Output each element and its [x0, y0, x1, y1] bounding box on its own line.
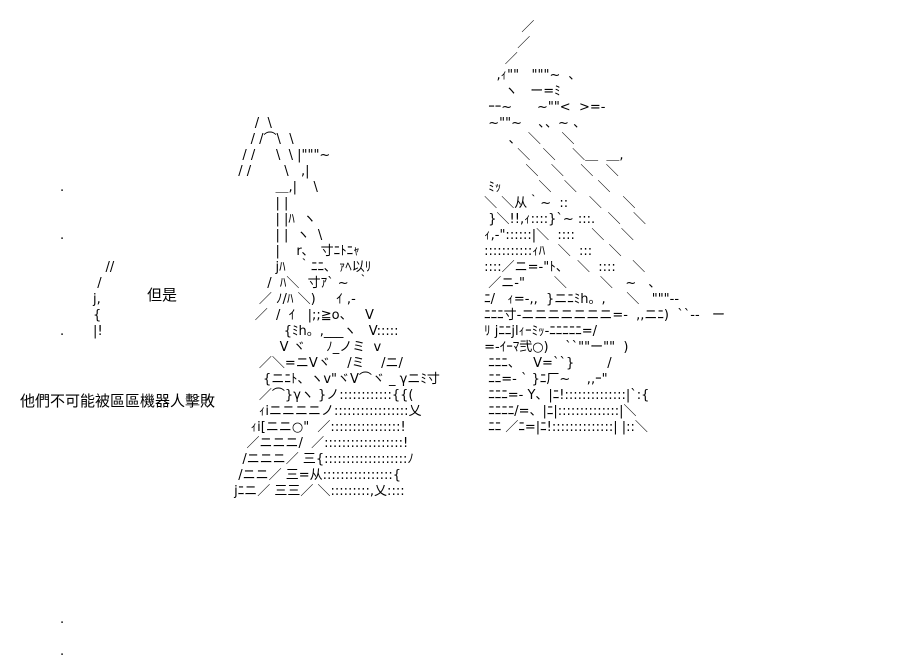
caption-but: 但是	[147, 286, 178, 304]
caption-main: 他們不可能被區區機器人擊敗	[20, 392, 216, 410]
ascii-art-left: . . // / j, { . |! . .	[60, 180, 115, 659]
ascii-art-right: ／ ／ ／ ,ｨ"" """~ ､ ヽ ー=ﾐ ｰｰ~ ~""< >=- ~""…	[484, 20, 726, 435]
ascii-art-canvas: . . // / j, { . |! . . / \ / /⌒\ \ / / \…	[20, 20, 726, 659]
ascii-art-figure: / \ / /⌒\ \ / / \ \ |"""~ / / \ ,| ＿,| \…	[234, 116, 440, 499]
